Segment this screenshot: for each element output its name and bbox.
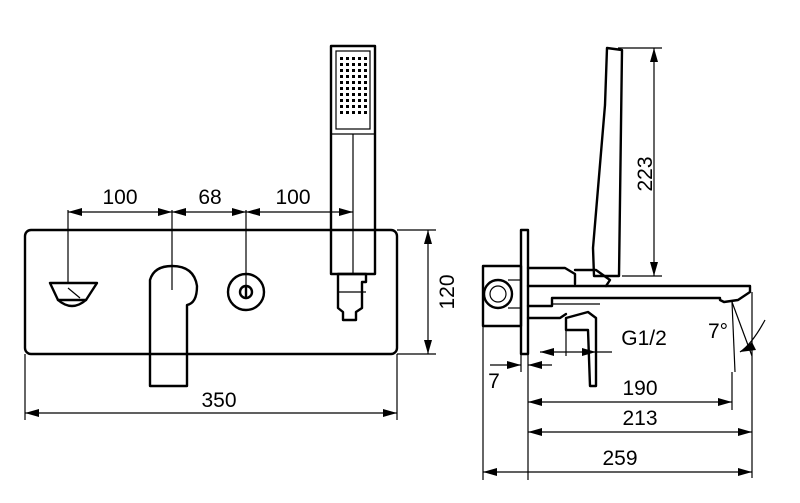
dim-center-spacing: 68 bbox=[198, 186, 221, 209]
side-view: 223 G1/2 7° 7 bbox=[481, 46, 766, 480]
dim-right-spacing: 100 bbox=[275, 186, 310, 209]
wall-plate bbox=[23, 228, 399, 356]
hand-shower-front bbox=[329, 44, 377, 322]
diverter-knob bbox=[226, 210, 266, 312]
dim-spout-213: 213 bbox=[622, 407, 657, 430]
dim-left-spacing: 100 bbox=[102, 186, 137, 209]
dim-width: 350 bbox=[201, 389, 236, 412]
dim-height: 120 bbox=[436, 274, 459, 309]
top-dimension-chain bbox=[68, 208, 353, 216]
spout-190-dim bbox=[528, 372, 733, 410]
total-depth-dim bbox=[482, 326, 752, 480]
front-view: 100 68 100 120 350 bbox=[23, 44, 459, 420]
dim-total-depth: 259 bbox=[602, 447, 637, 470]
lever-handle bbox=[148, 264, 199, 388]
lever-side bbox=[564, 310, 598, 388]
hand-shower-side bbox=[591, 46, 624, 278]
dim-spout-190: 190 bbox=[622, 377, 657, 400]
dim-angle: 7° bbox=[708, 320, 728, 343]
height-dimension bbox=[397, 229, 436, 355]
dim-handshower-height: 223 bbox=[634, 156, 657, 191]
spout-213-dim bbox=[528, 292, 753, 478]
wall-offset-dim bbox=[490, 306, 552, 480]
handshower-height-dim bbox=[618, 47, 662, 277]
dim-thread: G1/2 bbox=[621, 327, 667, 350]
thread-dim bbox=[540, 318, 612, 356]
width-dimension bbox=[24, 354, 398, 420]
angle-dim bbox=[731, 301, 766, 373]
bath-spout-outlet bbox=[48, 210, 99, 308]
dim-wall-offset: 7 bbox=[488, 370, 500, 393]
hose-connector bbox=[481, 264, 523, 328]
side-spout bbox=[526, 284, 752, 308]
